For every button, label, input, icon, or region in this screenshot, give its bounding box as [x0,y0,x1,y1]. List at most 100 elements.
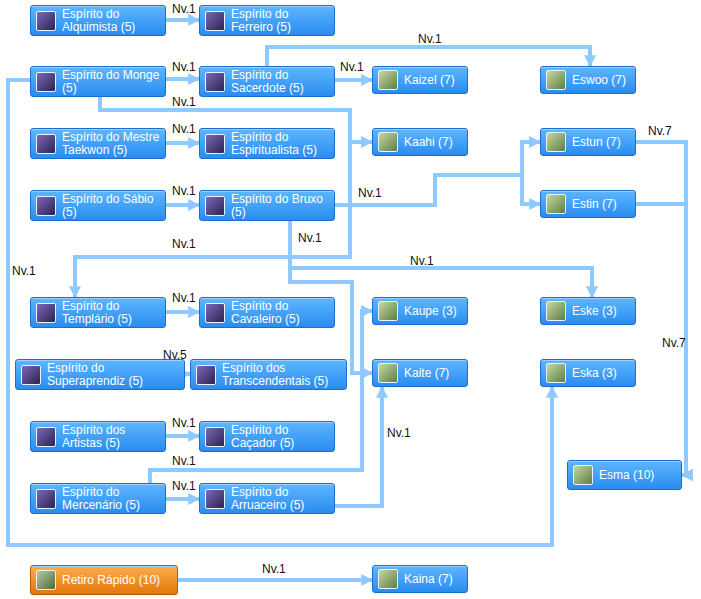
prerequisite-arrow [166,18,199,22]
skill-icon [378,132,398,152]
skill-icon [546,363,566,383]
skill-box: Espírito do Monge (5) [30,66,166,97]
prerequisite-arrow [166,77,199,81]
skill-box: Eswoo (7) [540,66,636,94]
prerequisite-arrow [335,78,372,82]
prerequisite-arrow [166,497,199,501]
skill-box: Esma (10) [567,460,682,490]
skill-icon [205,11,225,31]
skill-name: Kaina (7) [404,566,464,592]
level-label: Nv.1 [418,33,442,46]
skill-box: Espírito do Mercenário (5) [30,483,166,514]
level-label: Nv.1 [172,123,196,136]
skill-box: Estin (7) [540,190,636,218]
skill-icon [546,301,566,321]
skill-box: Espírito do Ferreiro (5) [199,5,335,36]
level-label: Nv.7 [662,337,686,350]
skill-box: Espírito do Arruaceiro (5) [199,483,335,514]
skill-icon [573,465,593,485]
prerequisite-arrow [166,310,199,314]
skill-name: Espírito dos Artistas (5) [62,422,162,451]
skill-box: Espírito dos Transcendentais (5) [190,359,347,390]
skill-box: Kaina (7) [372,565,468,593]
level-label: Nv.7 [648,125,672,138]
skill-name: Espírito do Templário (5) [62,298,162,327]
skill-icon [546,70,566,90]
level-label: Nv.1 [410,255,434,268]
level-label: Nv.1 [172,292,196,305]
skill-name: Kaizel (7) [404,67,464,93]
prerequisite-arrow [166,203,199,207]
skill-box: Eske (3) [540,297,636,325]
skill-name: Espírito do Espiritualista (5) [231,129,331,158]
skill-name: Kaahi (7) [404,129,464,155]
skill-box: Estun (7) [540,128,636,156]
level-label: Nv.1 [340,61,364,74]
skill-icon [36,427,56,447]
prerequisite-arrow [335,387,382,506]
skill-name: Eska (3) [572,360,632,386]
skill-name: Retiro Rápido (10) [62,566,174,594]
prerequisite-arrow [636,204,686,475]
skill-name: Kaupe (3) [404,298,464,324]
skill-icon [378,569,398,589]
skill-icon [378,301,398,321]
skill-name: Espírito do Bruxo (5) [231,191,331,220]
skill-name: Esma (10) [599,461,678,489]
skill-icon [36,570,56,590]
skill-box: Espírito do Templário (5) [30,297,166,328]
skill-icon [205,303,225,323]
skill-icon [36,489,56,509]
skill-name: Eswoo (7) [572,67,632,93]
skill-name: Espírito do Arruaceiro (5) [231,484,331,513]
skill-icon [36,72,56,92]
skill-box: Kaahi (7) [372,128,468,156]
level-label: Nv.1 [172,238,196,251]
level-label: Nv.1 [172,455,196,468]
skill-icon [36,196,56,216]
level-label: Nv.1 [298,232,322,245]
skill-icon [205,489,225,509]
skill-icon [205,72,225,92]
skill-icon [36,11,56,31]
prerequisite-arrow [335,175,540,205]
skill-box: Kaizel (7) [372,66,468,94]
skill-name: Espírito do Monge (5) [62,67,162,96]
skill-icon [205,196,225,216]
prerequisite-arrow [166,141,199,145]
skill-name: Espírito do Cavaleiro (5) [231,298,331,327]
level-label: Nv.1 [172,96,196,109]
skill-box: Espírito do Mestre Taekwon (5) [30,128,166,159]
level-label: Nv.1 [172,3,196,16]
skill-name: Espírito do Sábio (5) [62,191,162,220]
skill-box: Espírito do Espiritualista (5) [199,128,335,159]
prerequisite-arrow [636,142,686,475]
skill-name: Espírito do Mercenário (5) [62,484,162,513]
skill-name: Estin (7) [572,191,632,217]
skill-icon [21,365,41,385]
skill-name: Estun (7) [572,129,632,155]
prerequisite-arrow [267,47,590,66]
skill-box: Espírito do Bruxo (5) [199,190,335,221]
skill-box: Espírito do Alquimista (5) [30,5,166,36]
skill-name: Espírito do Superaprendiz (5) [47,360,181,389]
skill-icon [378,70,398,90]
skill-box: Espírito do Sábio (5) [30,190,166,221]
prerequisite-arrow [166,434,199,438]
level-label: Nv.1 [172,185,196,198]
prerequisite-arrow [8,80,552,545]
skill-name: Espírito do Alquimista (5) [62,6,162,35]
prerequisite-arrow [178,578,372,582]
skill-name: Espírito dos Transcendentais (5) [222,360,343,389]
skill-icon [378,363,398,383]
skill-icon [196,365,216,385]
skill-name: Espírito do Caçador (5) [231,422,331,451]
skill-icon [546,132,566,152]
skill-icon [205,427,225,447]
skill-icon [36,134,56,154]
level-label: Nv.1 [12,265,36,278]
skill-name: Espírito do Ferreiro (5) [231,6,331,35]
skill-icon [205,134,225,154]
level-label: Nv.1 [172,417,196,430]
